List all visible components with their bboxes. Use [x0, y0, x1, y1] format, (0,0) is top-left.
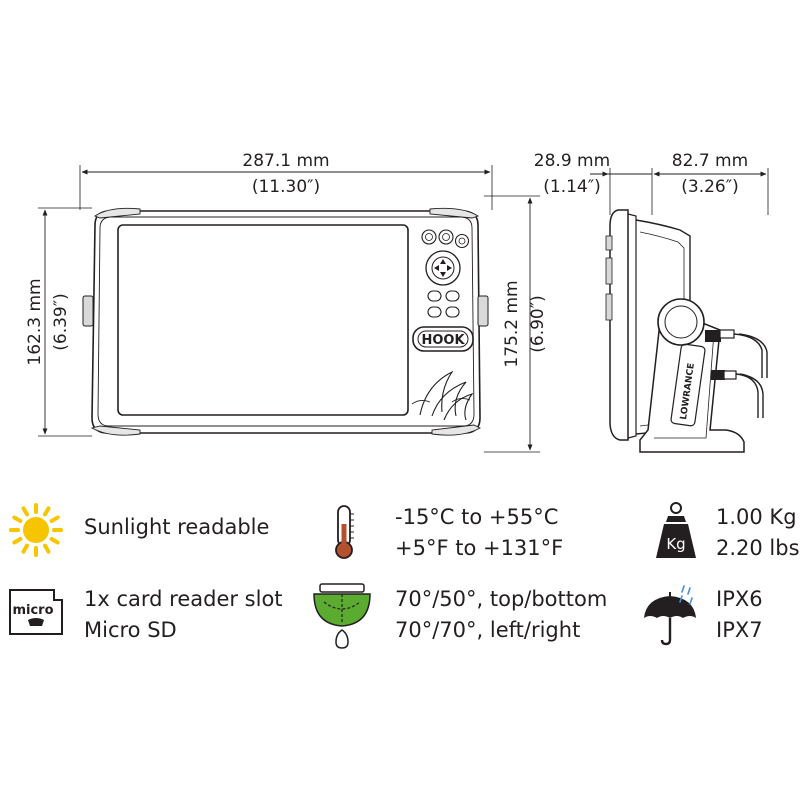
device-front-view: HOOK [82, 207, 489, 436]
weight-icon: Kg [656, 502, 696, 558]
sunlight-spec: Sunlight readable [84, 512, 269, 543]
sun-ray [12, 537, 23, 545]
thermometer-icon [335, 505, 354, 559]
weight-spec: 1.00 Kg 2.20 lbs [716, 502, 800, 564]
temperature-spec: -15°C to +55°C +5°F to +131°F [395, 502, 563, 564]
waterproof-ipx6: IPX6 [716, 587, 763, 611]
weight-kg: 1.00 Kg [716, 505, 797, 529]
depth-in-label: (1.14″) [543, 177, 600, 197]
umbrella-icon [644, 585, 696, 646]
card-slot-text: 1x card reader slot [84, 587, 283, 611]
sun-ray [43, 506, 51, 517]
microsd-icon-label: micro [12, 603, 53, 618]
width-mm-label: 287.1 mm [242, 151, 329, 171]
sun-icon [9, 503, 63, 557]
sun-ray [21, 506, 29, 517]
width-dimension: 287.1 mm (11.30″) [79, 151, 493, 210]
weight-icon-label: Kg [666, 535, 685, 553]
bracket-mm-label: 82.7 mm [672, 151, 748, 171]
card-spec: 1x card reader slot Micro SD [84, 584, 283, 646]
zoom-out-button [438, 229, 454, 245]
hook-label: HOOK [421, 333, 465, 348]
viewing-vertical: 70°/50°, top/bottom [395, 587, 608, 611]
sun-ray [49, 537, 60, 545]
power-button [454, 233, 470, 249]
dimension-diagram: 287.1 mm (11.30″) 162.3 mm (6.39″) 175.2… [25, 151, 769, 453]
depth-mm-label: 28.9 mm [534, 151, 610, 171]
height-screen-dimension: 162.3 mm (6.39″) [25, 207, 92, 437]
hook-badge [412, 326, 474, 352]
viewing-horizontal: 70°/70°, left/right [395, 618, 581, 642]
display-screen [117, 224, 409, 416]
height-total-dimension: 175.2 mm (6.90″) [484, 195, 548, 453]
height-screen-mm-label: 162.3 mm [25, 278, 45, 365]
height-total-in-label: (6.90″) [528, 295, 548, 352]
height-total-mm-label: 175.2 mm [502, 280, 522, 367]
depth-dimension: 28.9 mm (1.14″) [534, 151, 653, 215]
viewing-angle-icon [313, 583, 371, 649]
waterproof-spec: IPX6 IPX7 [716, 584, 763, 646]
microsd-icon: micro [9, 589, 63, 635]
sun-ray [21, 543, 29, 554]
viewing-spec: 70°/50°, top/bottom 70°/70°, left/right [395, 584, 607, 646]
width-in-label: (11.30″) [252, 177, 320, 197]
bracket-in-label: (3.26″) [681, 177, 738, 197]
sun-ray [43, 543, 51, 554]
waterproof-ipx7: IPX7 [716, 618, 763, 642]
arrow-pad [425, 250, 461, 286]
sun-ray [12, 515, 23, 523]
sun-ray [49, 515, 60, 523]
temperature-fahrenheit: +5°F to +131°F [395, 536, 564, 560]
card-type-text: Micro SD [84, 618, 177, 642]
height-screen-in-label: (6.39″) [51, 293, 71, 350]
weight-lbs: 2.20 lbs [716, 536, 800, 560]
temperature-celsius: -15°C to +55°C [395, 505, 559, 529]
zoom-in-button [421, 229, 437, 245]
bracket-dimension: 82.7 mm (3.26″) [653, 151, 769, 215]
device-side-view: LOWRANCE [605, 209, 768, 453]
sunlight-text: Sunlight readable [84, 515, 270, 539]
